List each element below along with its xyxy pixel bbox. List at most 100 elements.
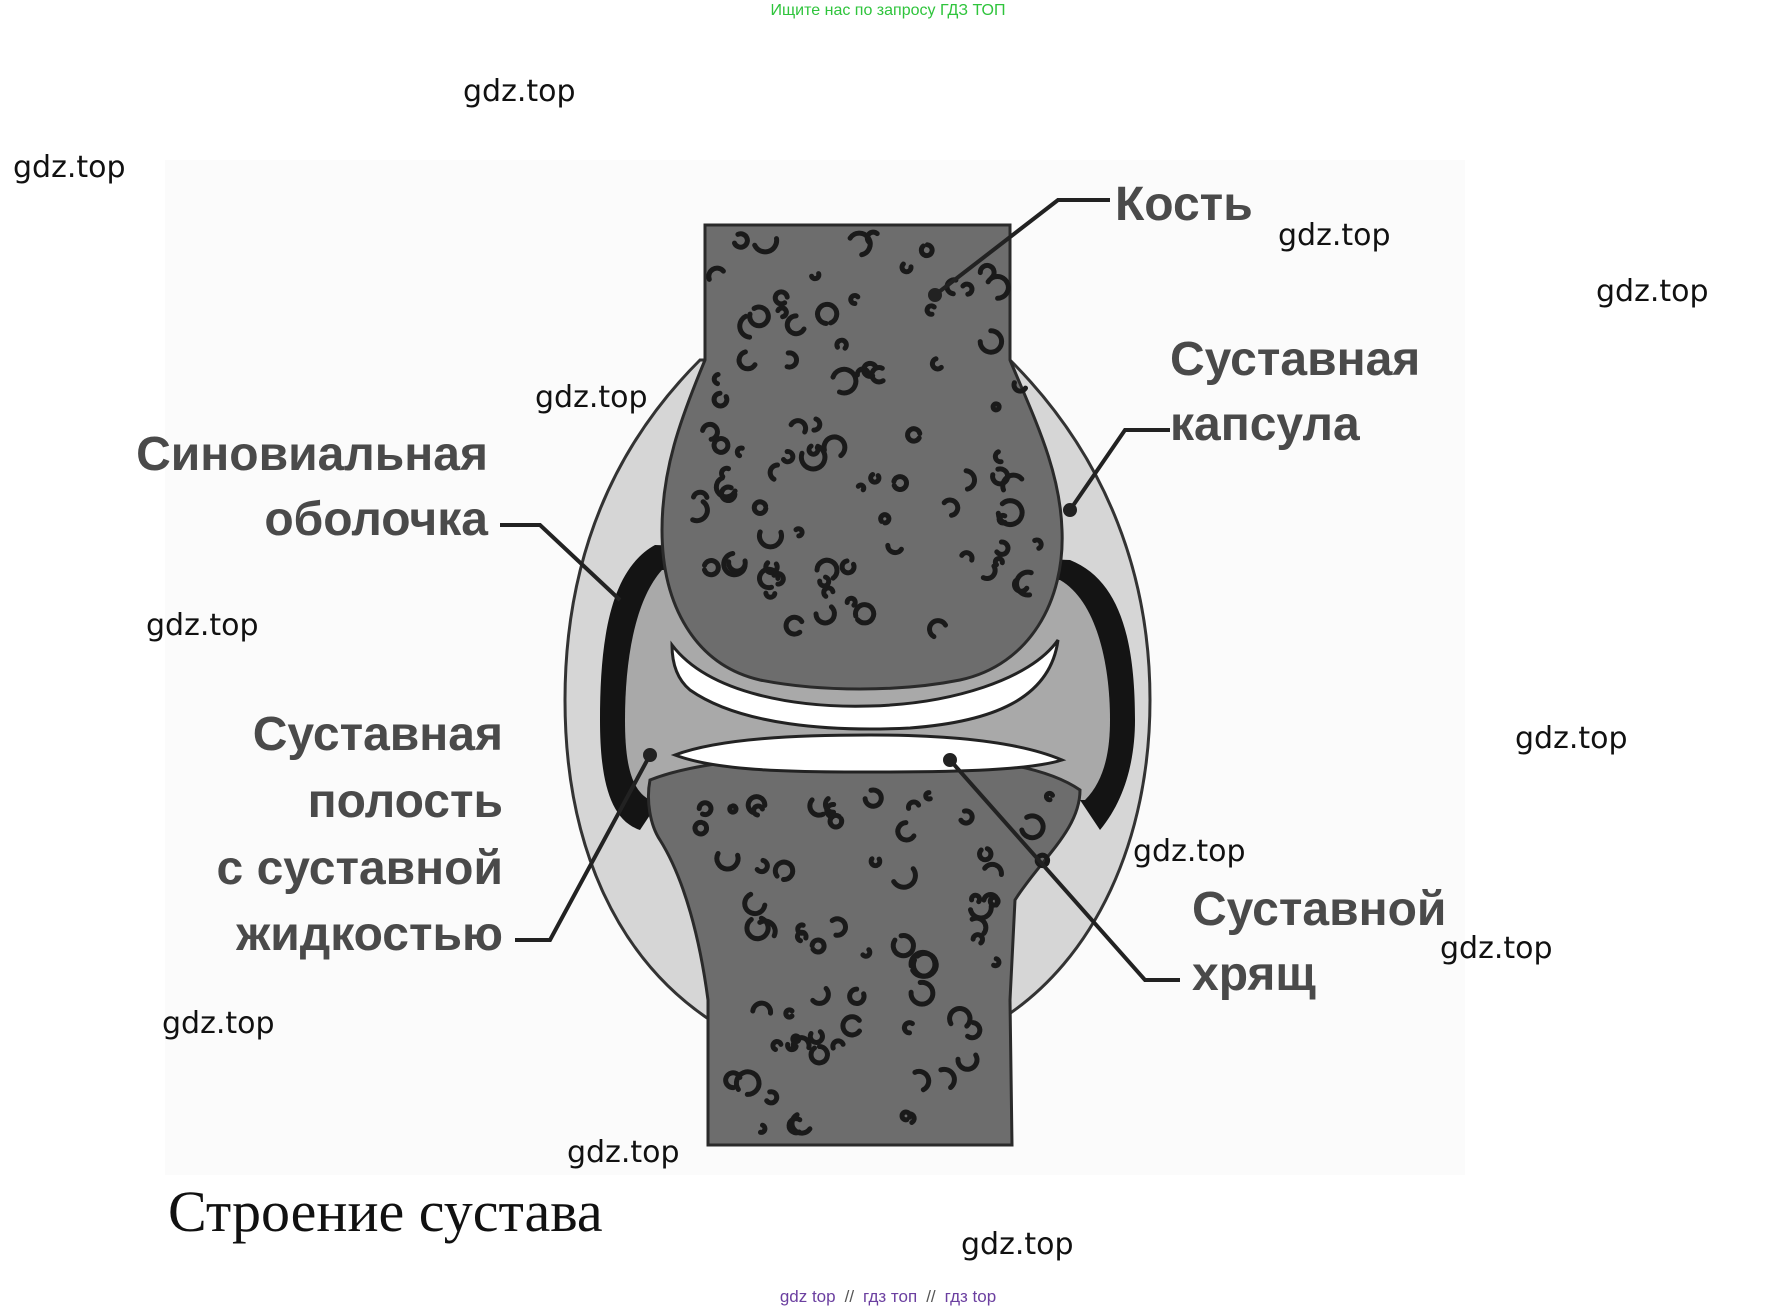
bone-pore (960, 281, 975, 297)
bone-pore (783, 1007, 795, 1020)
bone-pore (757, 529, 784, 550)
bone-pore (985, 274, 1011, 301)
bone-pore (775, 305, 789, 320)
bone-pore (848, 293, 861, 306)
bone-pore (751, 803, 765, 818)
bone-pore (905, 426, 923, 444)
footer-separator: // (844, 1287, 855, 1306)
bone-pore (751, 499, 769, 516)
bone-pore (941, 497, 961, 518)
bone-pore (824, 802, 837, 820)
bone-pores (690, 229, 1055, 1136)
bone-pore (810, 986, 831, 1006)
bone-pore (752, 236, 780, 255)
label-capsule-1: Суставная (1170, 333, 1420, 386)
bone-pore (821, 585, 836, 599)
bone-pore (959, 550, 975, 563)
bone-pore (790, 1035, 812, 1051)
label-capsule-2: капсула (1170, 398, 1360, 451)
bone-pore (955, 1052, 980, 1072)
bone-pore (912, 1068, 932, 1093)
bone-pore (814, 557, 840, 581)
footer-separator: // (926, 1287, 936, 1306)
bone-pore (808, 1044, 830, 1066)
bone-pore (844, 595, 858, 608)
leader-bone (933, 198, 1110, 297)
bone-pore (969, 892, 983, 905)
bone-pore (784, 350, 799, 370)
bone-pore (991, 956, 1002, 969)
footer-link[interactable]: гдз топ (863, 1287, 918, 1306)
bone-pore (918, 242, 935, 259)
label-bone: Кость (1115, 178, 1253, 231)
footer-link[interactable]: gdz top (779, 1287, 836, 1306)
bone-pore (786, 1116, 803, 1136)
lower-articular-cartilage (670, 733, 1067, 774)
watermark: gdz.top (1440, 931, 1553, 966)
label-synovial-2: оболочка (264, 493, 488, 546)
bone-pore (994, 539, 1011, 557)
bone-pore (840, 1014, 862, 1038)
watermark: gdz.top (162, 1006, 275, 1041)
bone-pore (747, 304, 771, 329)
bone-pore (992, 449, 1004, 465)
bone-pore (1000, 472, 1025, 493)
bone-pore (809, 271, 822, 282)
bone-pore (885, 542, 904, 556)
bone-pore (727, 803, 739, 815)
bone-pore (732, 231, 750, 250)
watermark: gdz.top (13, 150, 126, 185)
bone-pore (924, 303, 937, 317)
bone-pore (750, 1000, 774, 1016)
bone-pore (901, 1020, 915, 1036)
label-cavity-1: Суставная (253, 708, 503, 761)
bone-pore (702, 558, 721, 578)
bone-pore (1019, 813, 1046, 841)
bone-pore (783, 614, 805, 637)
watermark: gdz.top (1278, 218, 1391, 253)
bone-pore (815, 301, 840, 326)
bone-pore (806, 443, 821, 457)
bone-pore (821, 434, 848, 459)
bone-pore (758, 1122, 768, 1135)
bone-pore (908, 979, 936, 1007)
bone-pore (711, 436, 731, 455)
bone-pore (906, 799, 922, 811)
bone-pore (996, 512, 1008, 526)
watermark: gdz.top (1515, 721, 1628, 756)
watermark: gdz.top (146, 608, 259, 643)
bone-pore (923, 790, 933, 802)
watermark: gdz.top (961, 1227, 1074, 1262)
bone-pore (736, 349, 758, 372)
bone-pore (809, 937, 827, 955)
bone-pore (963, 468, 978, 492)
bone-pore (784, 313, 807, 337)
bone-pore (907, 1111, 917, 1125)
bone-pore (860, 947, 873, 959)
bone-pore (763, 590, 778, 600)
bone-pore (813, 604, 837, 626)
bone-pore (772, 289, 790, 307)
bone-pore (864, 229, 880, 245)
bone-pore (713, 475, 738, 500)
watermark: gdz.top (1596, 274, 1709, 309)
bone-pore (1034, 852, 1051, 869)
footer-link[interactable]: гдз top (944, 1287, 997, 1306)
bone-pore (754, 857, 770, 875)
bone-pore (733, 1069, 762, 1097)
bone-pore (742, 891, 768, 917)
bone-pore (938, 1066, 957, 1090)
bone-pore (767, 462, 780, 482)
bone-pore (711, 372, 721, 387)
bone-pore (958, 808, 975, 826)
bone-pore (700, 421, 720, 442)
bone-pore (1043, 790, 1055, 803)
watermark: gdz.top (463, 74, 576, 109)
bone-pore (891, 866, 918, 890)
label-cartilage-1: Суставной (1192, 883, 1446, 936)
bone-pore (691, 489, 710, 500)
bone-pore (711, 390, 730, 409)
bone-pore (723, 1070, 743, 1091)
bone-pore (969, 915, 989, 936)
